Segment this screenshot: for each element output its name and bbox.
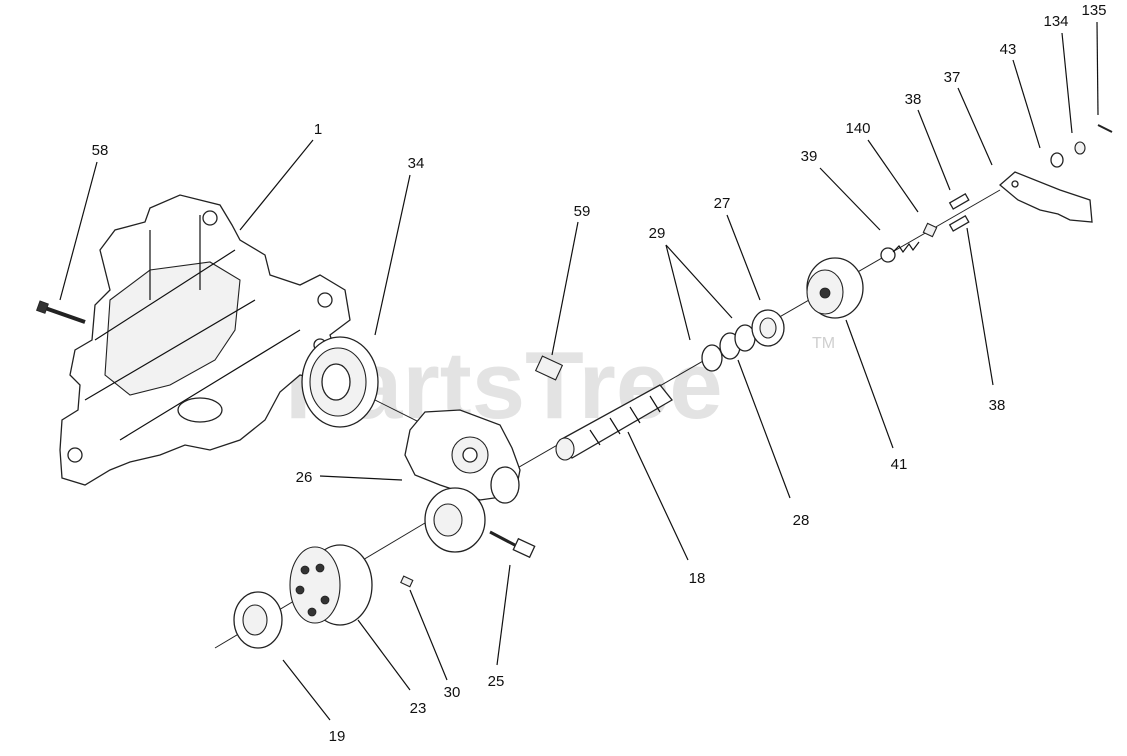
callout-27: 27 — [714, 195, 731, 212]
part-bracket — [998, 171, 1093, 223]
part-plate — [424, 487, 486, 553]
watermark-trademark: TM — [812, 335, 835, 352]
callout-34: 34 — [408, 155, 425, 172]
callout-41: 41 — [891, 456, 908, 473]
callout-43: 43 — [1000, 41, 1017, 58]
callout-39: 39 — [801, 148, 818, 165]
callout-23: 23 — [410, 700, 427, 717]
part-pin — [400, 575, 414, 588]
part-bolt — [36, 300, 86, 324]
callout-59: 59 — [574, 203, 591, 220]
part-bearing-ring — [301, 336, 379, 428]
callout-29: 29 — [649, 225, 666, 242]
part-bushing — [534, 355, 564, 381]
part-valve-body — [806, 257, 864, 319]
leader-lines — [59, 21, 1099, 721]
part-valve — [489, 530, 536, 559]
callout-38a: 38 — [905, 91, 922, 108]
callout-1: 1 — [314, 121, 322, 138]
callout-30: 30 — [444, 684, 461, 701]
callout-26: 26 — [296, 469, 313, 486]
callout-19: 19 — [329, 728, 346, 745]
callout-37: 37 — [944, 69, 961, 86]
callout-58: 58 — [92, 142, 109, 159]
callout-18: 18 — [689, 570, 706, 587]
part-dowel-pins — [948, 193, 970, 232]
callout-38b: 38 — [989, 397, 1006, 414]
part-shaft — [555, 384, 673, 461]
callout-134: 134 — [1043, 13, 1068, 30]
part-retaining-rings — [701, 324, 756, 372]
part-thrust-washer — [233, 591, 283, 649]
part-nut — [922, 222, 938, 238]
callout-140: 140 — [845, 120, 870, 137]
callout-25: 25 — [488, 673, 505, 690]
part-cylinder-block — [289, 544, 373, 626]
callout-135: 135 — [1081, 2, 1106, 19]
part-seal — [751, 309, 785, 347]
callouts: 1 58 34 59 29 27 39 140 38 37 43 134 135… — [92, 2, 1107, 745]
part-housing — [59, 194, 351, 486]
callout-28: 28 — [793, 512, 810, 529]
part-hardware — [1050, 124, 1113, 168]
part-center-section — [404, 409, 521, 504]
part-spring — [880, 241, 920, 263]
